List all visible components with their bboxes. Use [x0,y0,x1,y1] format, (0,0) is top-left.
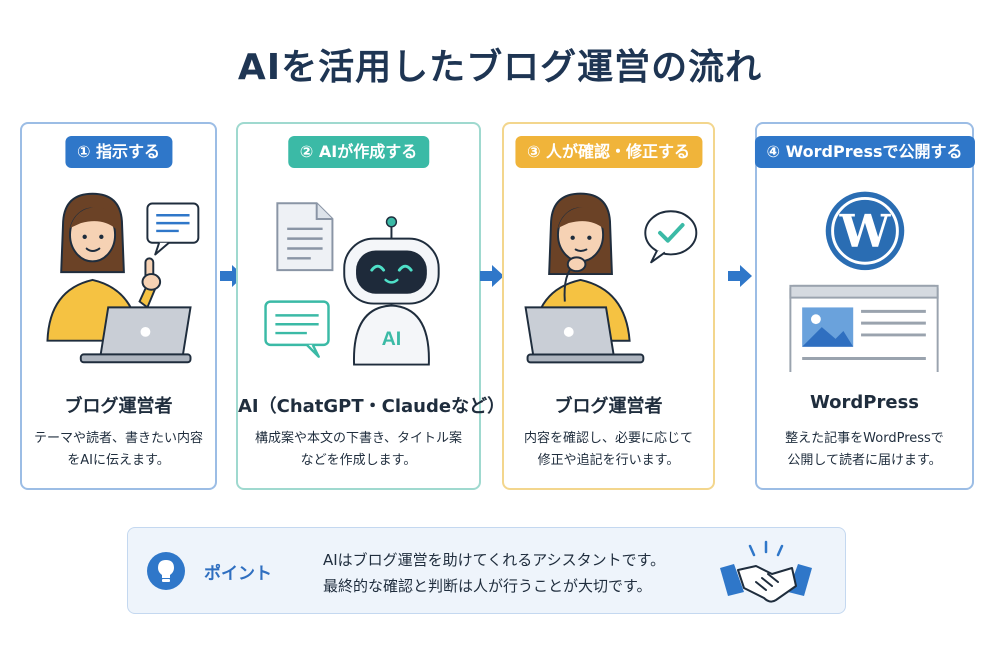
step-badge: ① 指示する [64,136,173,168]
lightbulb-icon [147,552,185,590]
step-description: 内容を確認し、必要に応じて 修正や追記を行います。 [523,431,693,468]
point-callout: ポイント AIはブログ運営を助けてくれるアシスタントです。 最終的な確認と判断は… [127,527,846,614]
step-badge: ② AIが作成する [287,136,430,168]
step-card-review: ③ 人が確認・修正する ブログ運営者 内容を確認し、必要に応じて 修正や追記を行… [502,122,715,490]
check-bubble-icon [644,210,698,264]
step-role: ブログ運営者 [64,396,173,417]
point-text: AIはブログ運営を助けてくれるアシスタントです。 最終的な確認と判断は人が行うこ… [323,551,666,595]
document-icon [276,202,334,272]
robot-label: AI [382,328,402,350]
point-label: ポイント [204,564,272,584]
step-card-ai-create: ② AIが作成する AI AI（ChatGPT・Cl [236,122,506,490]
step-role: AI（ChatGPT・Claudeなど） [238,396,506,417]
step-card-instruct: ① 指示する ブログ運営者 テーマや読者、書きたい内容 をAIに伝えます。 [20,122,217,490]
step-badge: ③ 人が確認・修正する [514,136,703,168]
svg-text:W: W [839,205,892,258]
person-laptop-pointing-icon [46,192,200,364]
step-badge: ④ WordPressで公開する [754,136,975,168]
speech-bubble-icon [146,202,200,256]
page-title: AIを活用したブログ運営の流れ [237,47,763,88]
step-description: テーマや読者、書きたい内容 をAIに伝えます。 [33,431,203,468]
handshake-icon [720,540,812,603]
step-role: WordPress [809,392,920,413]
step-role: ブログ運営者 [554,396,663,417]
wordpress-icon: W [825,191,905,271]
arrow-right-icon [480,265,504,287]
step-description: 構成案や本文の下書き、タイトル案 などを作成します。 [254,431,463,468]
step-card-publish: ④ WordPressで公開する W WordPress 整えた記事をWordP… [754,122,975,490]
arrow-right-icon [728,265,752,287]
browser-window-icon [789,284,939,372]
ai-robot-icon: AI [264,202,440,366]
chat-bubble-icon [264,300,330,358]
step-description: 整えた記事をWordPressで 公開して読者に届けます。 [785,431,944,468]
wordpress-logo-icon: W [789,191,939,372]
person-laptop-thinking-icon [524,192,698,364]
